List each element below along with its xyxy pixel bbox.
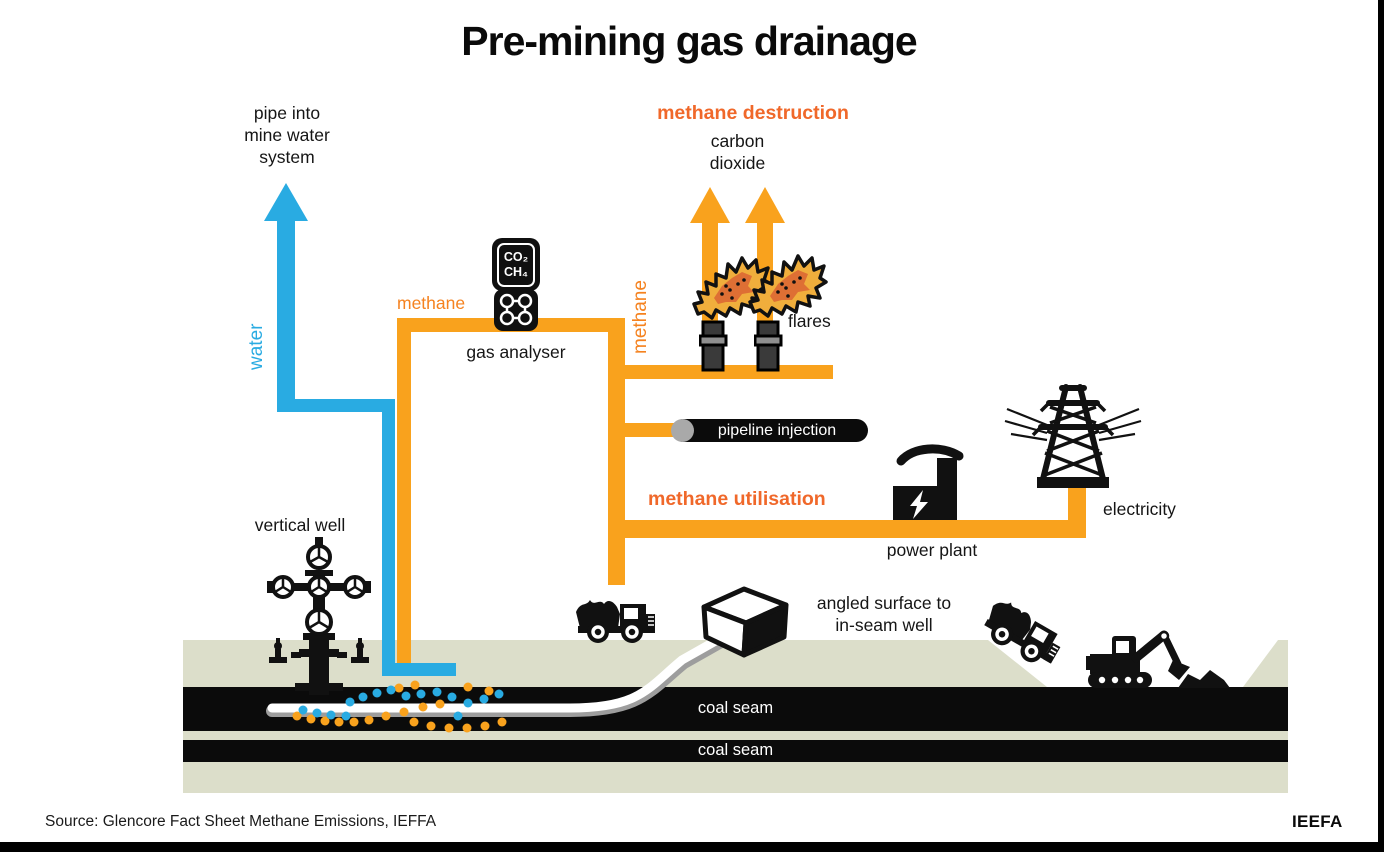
vertical-well-label: vertical well (254, 515, 346, 535)
gas-analyser-icon: CO₂ CH₄ (492, 238, 540, 331)
electricity-label: electricity (1103, 499, 1176, 519)
dump-truck-on-slope-icon (984, 602, 1061, 664)
right-border-bar (1378, 0, 1384, 852)
gas-water-dots (292, 680, 507, 733)
ieefa-logo: IEEFA (1292, 812, 1343, 831)
analyser-screen-co2: CO₂ (503, 250, 529, 265)
angled-well-label: angled surface to in-seam well (816, 593, 952, 635)
methane-pipe-trunk (608, 318, 625, 585)
page-title: Pre-mining gas drainage (461, 18, 917, 64)
flares-label: flares (788, 311, 831, 331)
coal-seam-lower-label: coal seam (697, 741, 774, 760)
flare-stack-2 (754, 320, 783, 372)
power-plant-icon (893, 444, 964, 520)
carbon-dioxide-label: carbon dioxide (709, 131, 766, 173)
methane-pipe-well-riser (397, 318, 411, 663)
coal-seam-upper-label: coal seam (697, 699, 774, 718)
co2-arrow-head-2 (745, 187, 785, 223)
electricity-pipe-riser (1068, 488, 1086, 538)
methane-pipe-injection-branch (608, 423, 683, 437)
methane-utilisation-heading: methane utilisation (648, 488, 826, 510)
pipeline-injection-label: pipeline injection (717, 421, 837, 439)
dump-truck-icon (576, 600, 655, 643)
analyser-screen-ch4: CH₄ (503, 264, 528, 279)
pipeline-end-cap (671, 419, 694, 442)
source-text: Source: Glencore Fact Sheet Methane Emis… (45, 813, 437, 830)
pipeline-injection-pipe: pipeline injection (671, 419, 868, 442)
in-seam-well-cube-icon (701, 586, 789, 658)
methane-label-vertical: methane (630, 280, 651, 354)
flare-stack-1 (699, 320, 728, 372)
bottom-border-bar (0, 842, 1384, 852)
methane-pipe-utilisation-branch (608, 520, 1086, 538)
methane-destruction-heading: methane destruction (657, 102, 849, 124)
gas-analyser-label: gas analyser (466, 342, 566, 362)
co2-arrow-head-1 (690, 187, 730, 223)
water-pipe-horizontal (278, 399, 395, 412)
in-seam-well-pipe (266, 625, 743, 717)
water-arrow-head (264, 183, 308, 221)
pipe-into-mine-water-label: pipe into mine water system (244, 103, 330, 167)
water-pipe-bottom (382, 663, 456, 676)
water-label: water (246, 323, 267, 370)
flame-icon-2 (748, 254, 828, 318)
power-plant-label: power plant (886, 540, 978, 560)
transmission-tower-icon (1004, 384, 1142, 488)
excavator-icon (1086, 630, 1230, 688)
wellhead-icon (267, 537, 371, 695)
water-pipe-riser (277, 218, 295, 412)
water-pipe-vertical (382, 399, 395, 676)
coal-seam-lower: coal seam (183, 740, 1288, 762)
methane-label-left: methane (397, 293, 466, 313)
